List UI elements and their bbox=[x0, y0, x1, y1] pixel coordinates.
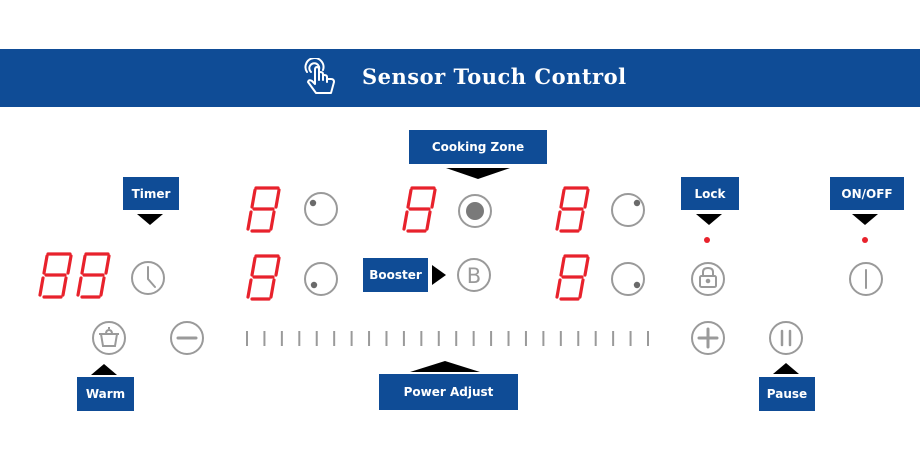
plus-button[interactable] bbox=[691, 321, 725, 355]
zone-selector-top-center[interactable] bbox=[458, 194, 492, 228]
pause-arrow bbox=[773, 363, 799, 374]
zone-display-top-right bbox=[555, 186, 590, 233]
label-warm: Warm bbox=[77, 377, 134, 411]
lock-indicator-dot bbox=[704, 237, 710, 243]
zone-display-bottom-left bbox=[246, 254, 281, 301]
zone-display-bottom-right bbox=[555, 254, 590, 301]
label-lock: Lock bbox=[681, 177, 739, 210]
on-off-arrow bbox=[852, 214, 878, 225]
header-banner bbox=[0, 49, 920, 107]
booster-arrow bbox=[432, 265, 446, 285]
touch-hand-icon bbox=[304, 58, 335, 94]
zone-selector-top-right[interactable] bbox=[611, 193, 645, 227]
label-on-off: ON/OFF bbox=[830, 177, 904, 210]
clock-icon[interactable] bbox=[131, 261, 165, 295]
page-title: Sensor Touch Control bbox=[362, 64, 627, 89]
label-timer: Timer bbox=[123, 177, 179, 210]
zone-selector-bottom-left[interactable] bbox=[304, 262, 338, 296]
zone-display-top-left bbox=[246, 186, 281, 233]
warm-pot-icon[interactable] bbox=[92, 321, 126, 355]
lock-icon[interactable] bbox=[691, 262, 725, 296]
cooking-zone-arrow bbox=[446, 168, 510, 179]
booster-button-symbol: B bbox=[467, 264, 481, 288]
power-slider[interactable] bbox=[246, 331, 649, 346]
zone-display-top-center bbox=[402, 186, 437, 233]
on-off-indicator-dot bbox=[862, 237, 868, 243]
power-icon[interactable] bbox=[849, 262, 883, 296]
booster-button[interactable]: B bbox=[457, 258, 491, 292]
label-pause: Pause bbox=[759, 377, 815, 411]
power-adjust-arrow bbox=[410, 361, 480, 372]
warm-arrow bbox=[91, 364, 117, 375]
label-cooking-zone: Cooking Zone bbox=[409, 130, 547, 164]
timer-arrow bbox=[137, 214, 163, 225]
minus-button[interactable] bbox=[170, 321, 204, 355]
zone-selector-top-left[interactable] bbox=[304, 192, 338, 226]
pause-button[interactable] bbox=[769, 321, 803, 355]
timer-display bbox=[38, 252, 111, 299]
label-power-adjust: Power Adjust bbox=[379, 374, 518, 410]
label-booster: Booster bbox=[363, 258, 428, 292]
zone-selector-bottom-right[interactable] bbox=[611, 262, 645, 296]
lock-arrow bbox=[696, 214, 722, 225]
